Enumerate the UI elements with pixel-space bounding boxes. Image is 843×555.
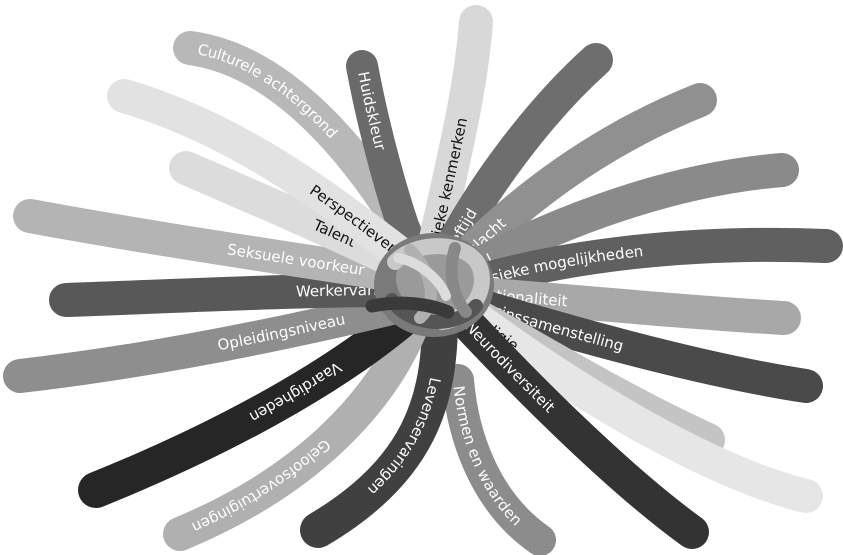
ribbon-band bbox=[439, 83, 717, 283]
center-knot bbox=[365, 233, 494, 337]
ribbon-band bbox=[449, 153, 799, 289]
ribbon-band bbox=[415, 5, 493, 275]
ribbon-band bbox=[49, 273, 413, 317]
ribbon-band bbox=[451, 307, 709, 549]
ribbon-band bbox=[78, 300, 422, 508]
ribbon-band bbox=[3, 289, 417, 393]
ribbon-band bbox=[457, 287, 823, 403]
ribbon-band bbox=[429, 43, 613, 275]
ribbon-band bbox=[163, 313, 427, 551]
ribbon-band bbox=[300, 300, 458, 548]
ribbon-band bbox=[459, 277, 801, 335]
ribbon-band bbox=[107, 79, 425, 277]
ribbon-band bbox=[346, 50, 430, 272]
ribbon-band bbox=[459, 227, 843, 299]
ribbon-band bbox=[442, 364, 556, 555]
ribbon-band bbox=[13, 199, 417, 293]
ribbon-band bbox=[459, 301, 823, 513]
